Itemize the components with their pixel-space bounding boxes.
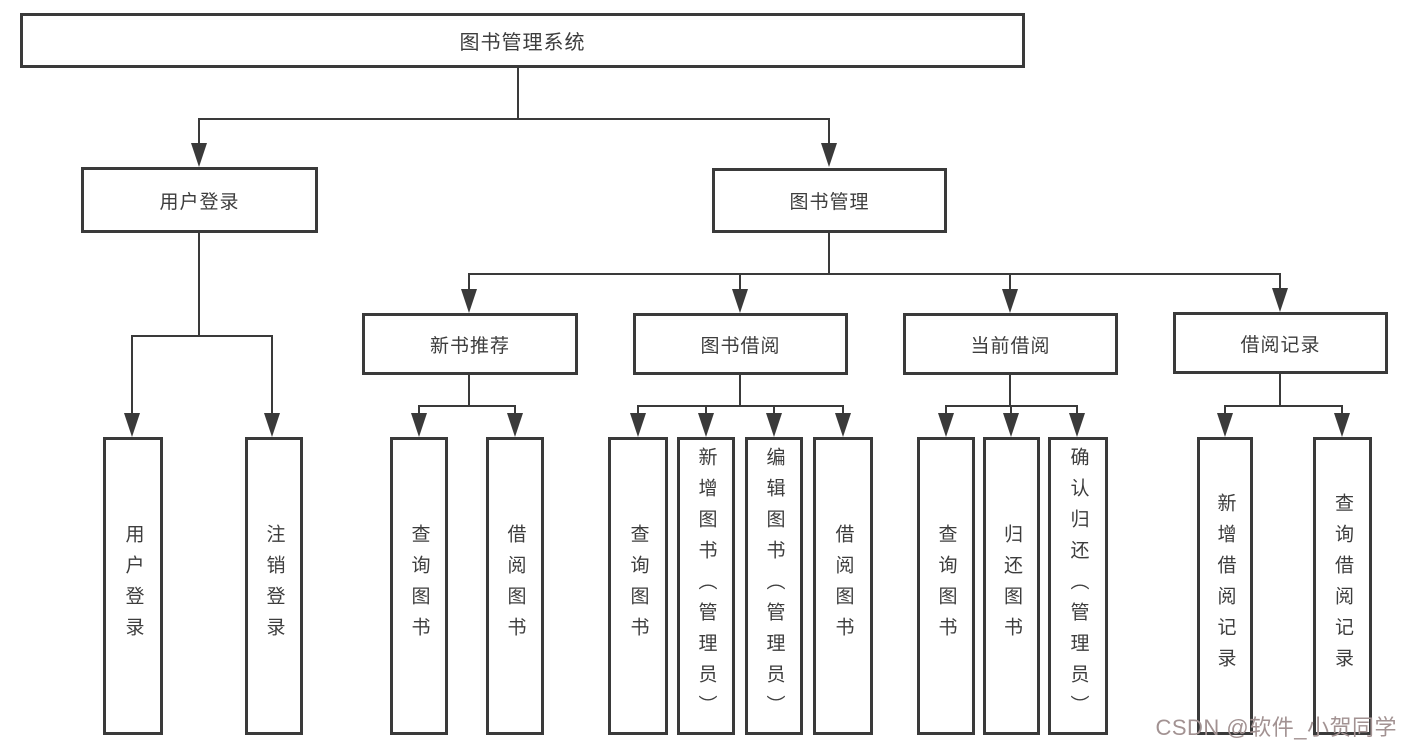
connector-to-bb-edit bbox=[773, 405, 775, 417]
connector-to-nb-query bbox=[418, 405, 420, 417]
node-book-borrow-label: 图书借阅 bbox=[700, 335, 781, 357]
node-br-add-label: 新增借阅记录 bbox=[1214, 493, 1236, 679]
node-cb-return-label: 归还图书 bbox=[1001, 524, 1022, 648]
connector-book-borrow-stem bbox=[739, 375, 741, 406]
connector-to-current-borrow bbox=[1009, 273, 1011, 291]
arrowhead-bb-edit-icon bbox=[766, 413, 782, 437]
connector-root-stem bbox=[517, 68, 519, 119]
node-borrow-record-label: 借阅记录 bbox=[1240, 334, 1321, 356]
connector-book-mgmt-stem bbox=[828, 233, 830, 274]
node-br-add-box: 新增借阅记录 bbox=[1197, 437, 1253, 735]
node-current-borrow-label: 当前借阅 bbox=[970, 335, 1051, 357]
connector-to-cb-query bbox=[945, 405, 947, 417]
connector-to-bb-borrow bbox=[842, 405, 844, 417]
arrowhead-borrow-record-icon bbox=[1272, 288, 1288, 312]
connector-user-login-stem bbox=[198, 233, 200, 336]
node-leaf-logout-label: 注销登录 bbox=[263, 524, 285, 648]
connector-to-br-query bbox=[1341, 405, 1343, 417]
connector-to-cb-confirm bbox=[1076, 405, 1078, 417]
node-cb-confirm-box: 确认归还（管理员） bbox=[1048, 437, 1108, 735]
arrowhead-nb-query-icon bbox=[411, 413, 427, 437]
connector-new-book-rec-stem bbox=[468, 375, 470, 406]
node-br-query-label: 查询借阅记录 bbox=[1332, 493, 1353, 679]
node-bb-borrow-box: 借阅图书 bbox=[813, 437, 873, 735]
node-cb-query-box: 查询图书 bbox=[917, 437, 975, 735]
arrowhead-cb-query-icon bbox=[938, 413, 954, 437]
connector-to-br-add bbox=[1224, 405, 1226, 417]
arrowhead-cb-confirm-icon bbox=[1069, 413, 1085, 437]
connector-new-book-rec-rail bbox=[418, 405, 516, 407]
arrowhead-bb-add-icon bbox=[698, 413, 714, 437]
connector-to-leaf-logout bbox=[271, 335, 273, 415]
arrowhead-book-borrow-icon bbox=[732, 289, 748, 313]
connector-root-rail bbox=[198, 118, 830, 120]
arrowhead-new-book-rec-icon bbox=[461, 289, 477, 313]
node-new-book-rec-label: 新书推荐 bbox=[429, 335, 510, 357]
arrowhead-bb-query-icon bbox=[630, 413, 646, 437]
connector-to-bb-add bbox=[705, 405, 707, 417]
node-cb-query-label: 查询图书 bbox=[935, 524, 957, 648]
connector-to-cb-return bbox=[1010, 405, 1012, 417]
connector-current-borrow-stem bbox=[1009, 375, 1011, 406]
node-root-box: 图书管理系统 bbox=[20, 13, 1025, 68]
node-user-login-box: 用户登录 bbox=[81, 167, 318, 233]
node-nb-borrow-label: 借阅图书 bbox=[504, 524, 526, 648]
node-bb-add-box: 新增图书（管理员） bbox=[677, 437, 735, 735]
connector-book-borrow-rail bbox=[637, 405, 844, 407]
node-leaf-user-login-label: 用户登录 bbox=[122, 524, 144, 648]
node-book-mgmt-label: 图书管理 bbox=[789, 192, 870, 213]
connector-borrow-record-rail bbox=[1224, 405, 1343, 407]
node-book-borrow-box: 图书借阅 bbox=[633, 313, 848, 375]
node-cb-return-box: 归还图书 bbox=[983, 437, 1040, 735]
connector-to-user-login bbox=[198, 118, 200, 146]
node-cb-confirm-label: 确认归还（管理员） bbox=[1067, 446, 1089, 726]
node-bb-add-label: 新增图书（管理员） bbox=[695, 446, 717, 726]
arrowhead-user-login-icon bbox=[191, 143, 207, 167]
arrowhead-cb-return-icon bbox=[1003, 413, 1019, 437]
node-user-login-label: 用户登录 bbox=[159, 191, 240, 213]
arrowhead-br-query-icon bbox=[1334, 413, 1350, 437]
connector-book-mgmt-rail bbox=[468, 273, 1281, 275]
node-bb-query-box: 查询图书 bbox=[608, 437, 668, 735]
node-nb-borrow-box: 借阅图书 bbox=[486, 437, 544, 735]
node-bb-query-label: 查询图书 bbox=[627, 524, 649, 648]
node-bb-edit-label: 编辑图书（管理员） bbox=[763, 446, 785, 726]
node-nb-query-box: 查询图书 bbox=[390, 437, 448, 735]
arrowhead-br-add-icon bbox=[1217, 413, 1233, 437]
connector-to-nb-borrow bbox=[514, 405, 516, 417]
node-nb-query-label: 查询图书 bbox=[408, 524, 430, 648]
node-bb-edit-box: 编辑图书（管理员） bbox=[745, 437, 803, 735]
arrowhead-leaf-user-login-icon bbox=[124, 413, 140, 437]
node-leaf-logout-box: 注销登录 bbox=[245, 437, 303, 735]
connector-to-new-book-rec bbox=[468, 273, 470, 291]
connector-to-book-mgmt bbox=[828, 118, 830, 146]
connector-to-leaf-user-login bbox=[131, 335, 133, 415]
arrowhead-book-mgmt-icon bbox=[821, 143, 837, 167]
arrowhead-nb-borrow-icon bbox=[507, 413, 523, 437]
node-current-borrow-box: 当前借阅 bbox=[903, 313, 1118, 375]
node-br-query-box: 查询借阅记录 bbox=[1313, 437, 1372, 735]
connector-to-book-borrow bbox=[739, 273, 741, 291]
node-bb-borrow-label: 借阅图书 bbox=[832, 524, 854, 648]
node-leaf-user-login-box: 用户登录 bbox=[103, 437, 163, 735]
node-borrow-record-box: 借阅记录 bbox=[1173, 312, 1388, 374]
arrowhead-leaf-logout-icon bbox=[264, 413, 280, 437]
node-root-label: 图书管理系统 bbox=[459, 32, 586, 54]
connector-borrow-record-stem bbox=[1279, 374, 1281, 406]
csdn-watermark: CSDN @软件_小贺同学 bbox=[1155, 715, 1397, 740]
connector-user-login-rail bbox=[131, 335, 273, 337]
node-new-book-rec-box: 新书推荐 bbox=[362, 313, 578, 375]
node-book-mgmt-box: 图书管理 bbox=[712, 168, 947, 233]
arrowhead-current-borrow-icon bbox=[1002, 289, 1018, 313]
connector-to-bb-query bbox=[637, 405, 639, 417]
connector-to-borrow-record bbox=[1279, 273, 1281, 291]
arrowhead-bb-borrow-icon bbox=[835, 413, 851, 437]
